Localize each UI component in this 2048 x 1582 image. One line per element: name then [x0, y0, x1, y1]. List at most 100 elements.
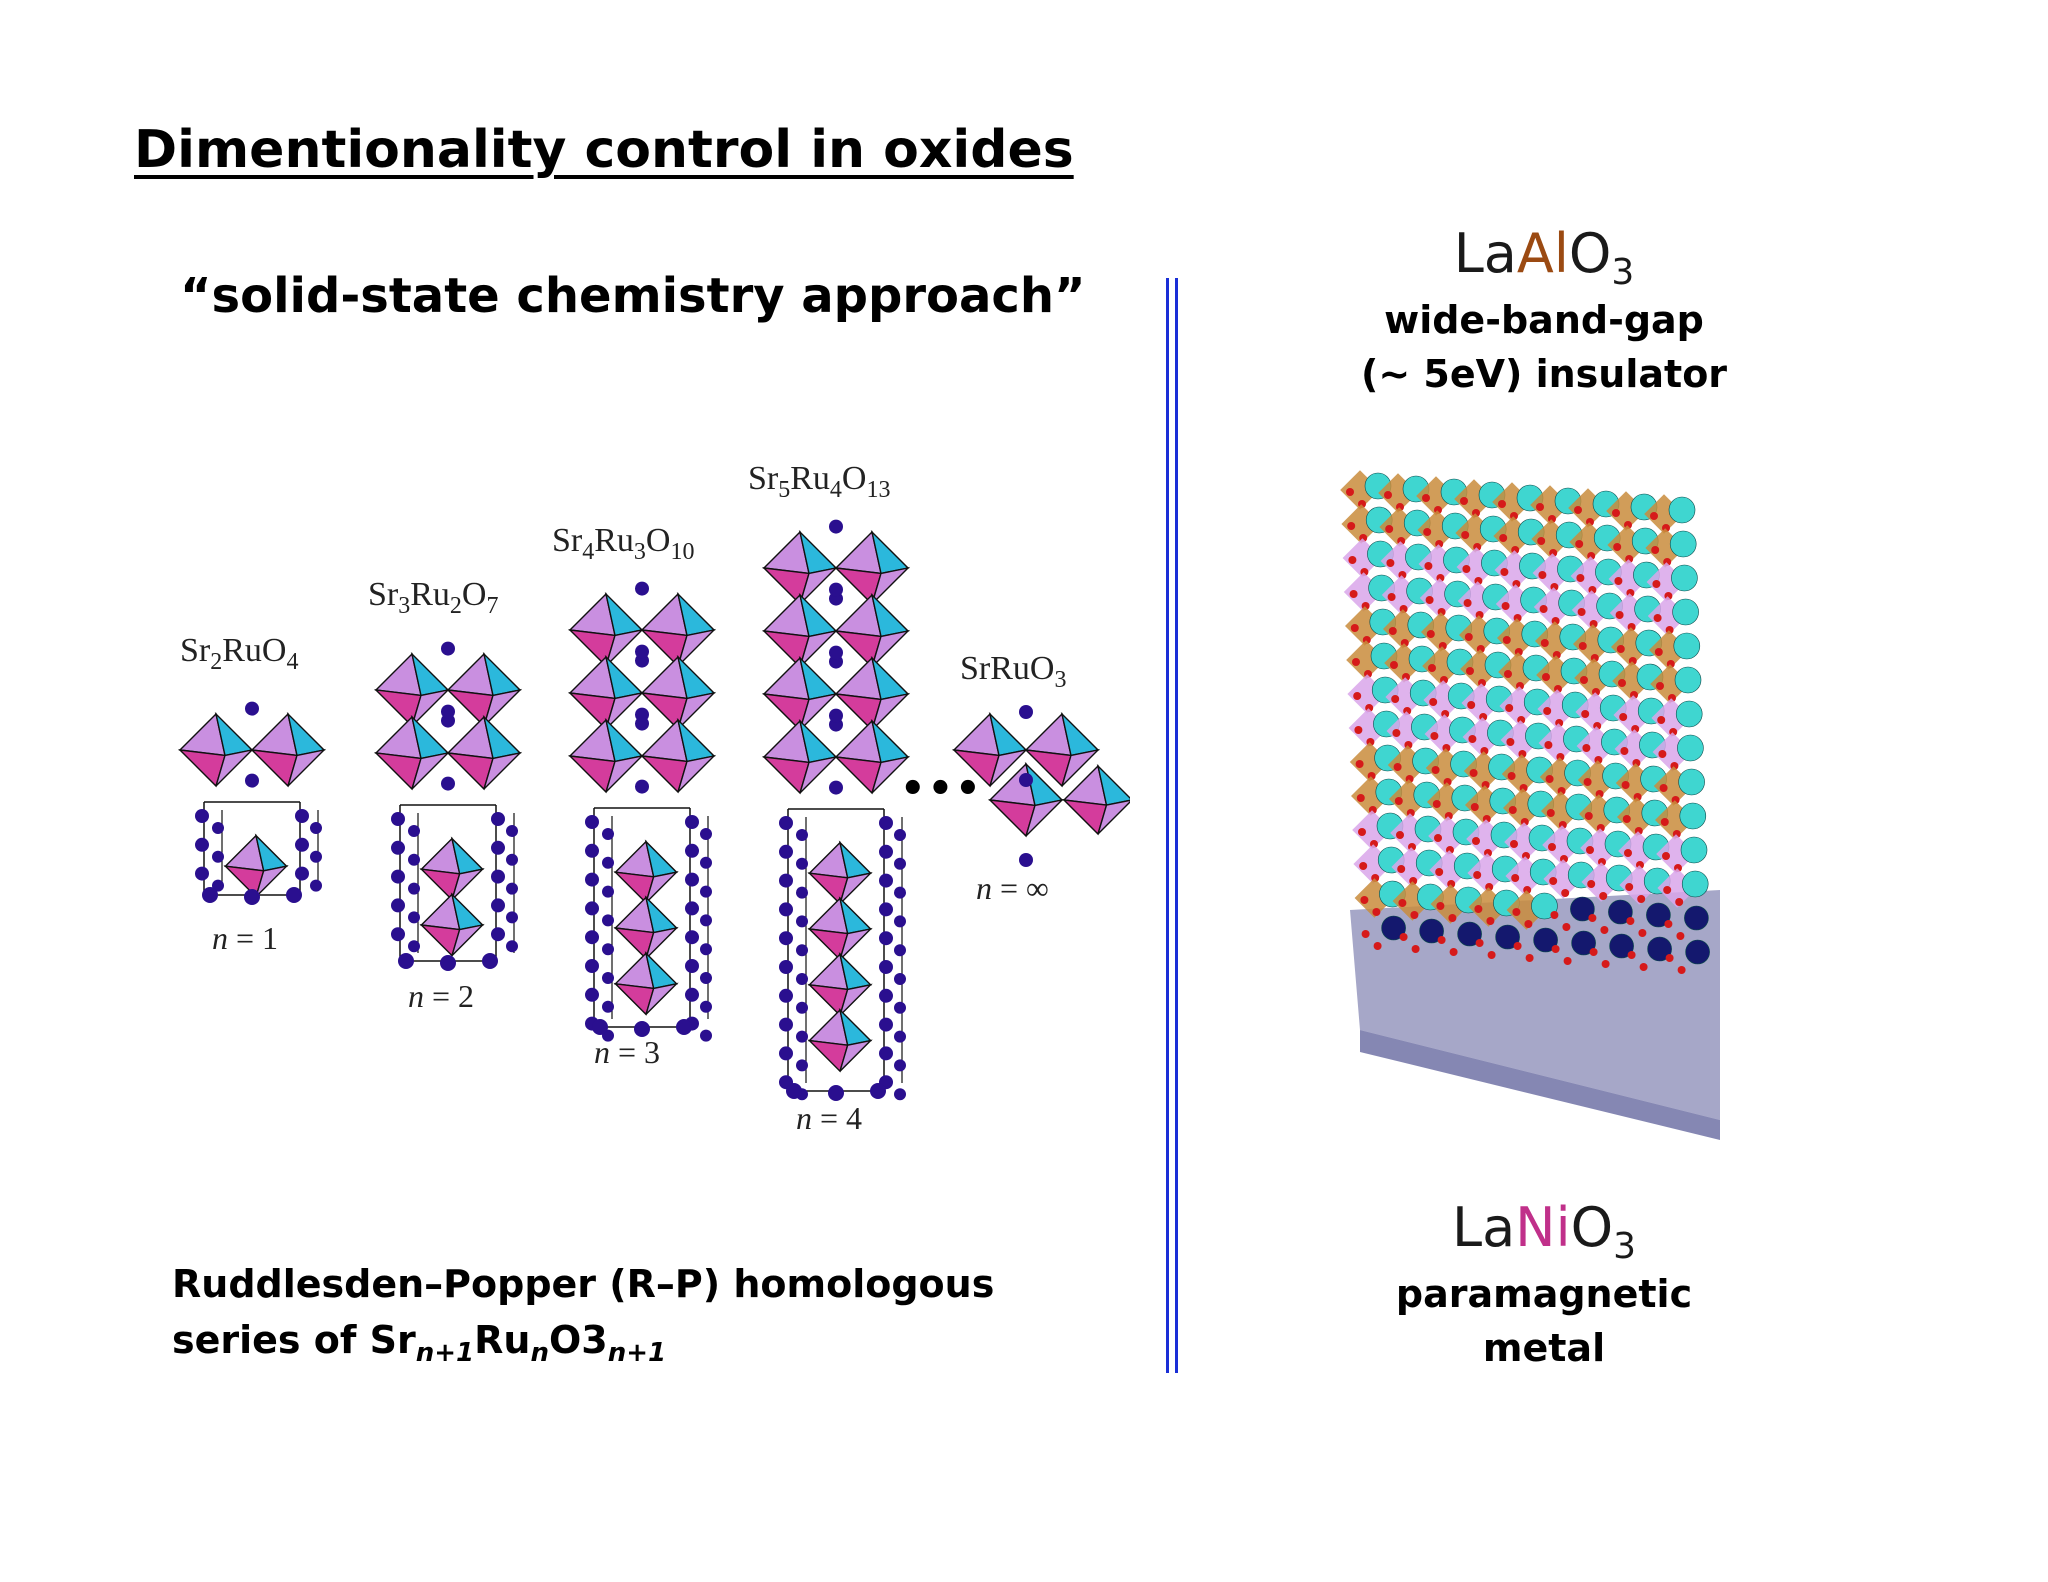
oxygen-atom — [1588, 914, 1597, 922]
sr-atom — [635, 779, 649, 794]
oxygen-atom — [1651, 546, 1660, 554]
formula-sr4ru3o10: Sr4Ru3O10 — [552, 522, 695, 565]
sr-atom — [894, 973, 906, 985]
sr-atom — [700, 828, 712, 840]
sr-atom — [894, 1030, 906, 1043]
oxygen-atom — [1513, 942, 1522, 950]
lanio3-formula: LaNiO3 — [1451, 1196, 1636, 1267]
oxygen-atom — [1616, 645, 1625, 653]
octahedron-face — [287, 748, 327, 787]
sr-atom — [286, 887, 302, 903]
oxygen-atom — [1360, 896, 1369, 904]
oxygen-atom — [1501, 602, 1510, 610]
sr-atom — [441, 641, 455, 656]
sr-atom — [585, 843, 599, 858]
sr-atom — [408, 853, 420, 866]
sr-atom — [244, 889, 260, 905]
octahedron-face — [483, 688, 523, 727]
sr-atom — [879, 1046, 893, 1061]
ellipsis: ••• — [900, 766, 983, 812]
sr-atom — [894, 829, 906, 841]
oxygen-atom — [1540, 639, 1549, 647]
caption-line-2: series of Srn+1RunO3n+1 — [172, 1318, 667, 1368]
oxygen-atom — [1581, 710, 1590, 718]
sr-atom — [700, 972, 712, 984]
oxygen-atom — [1468, 735, 1477, 743]
oxygen-atom — [1373, 942, 1382, 950]
oxygen-atom — [1536, 503, 1544, 511]
oxygen-atom — [1652, 580, 1661, 588]
sr-atom — [894, 857, 906, 870]
oxygen-atom — [1426, 630, 1435, 638]
oxygen-atom — [1394, 797, 1403, 805]
sr-atom — [441, 704, 455, 719]
sr-atom — [602, 943, 614, 956]
oxygen-atom — [1657, 716, 1666, 724]
octahedron-face — [839, 927, 873, 961]
oxygen-atom — [1654, 648, 1663, 656]
oxygen-atom — [1469, 769, 1478, 777]
sr-atom — [796, 829, 808, 841]
oxygen-atom — [1599, 892, 1608, 900]
octahedron-face — [605, 691, 645, 730]
oxygen-atom — [1512, 908, 1521, 916]
oxygen-atom — [1600, 926, 1609, 934]
sr-atom — [879, 873, 893, 888]
sr-atom — [202, 887, 218, 903]
la-atom — [1674, 666, 1702, 694]
sr-atom — [796, 1030, 808, 1043]
sr-atom — [1019, 705, 1033, 719]
lanio3-block: LaNiO3 paramagnetic metal — [1224, 1196, 1864, 1375]
oxygen-atom — [1499, 534, 1508, 542]
sr-atom — [391, 927, 405, 942]
sr-atom — [894, 1059, 906, 1072]
n-label-4: n = 4 — [796, 1100, 863, 1136]
caption-line-1: Ruddlesden–Popper (R–P) homologous — [172, 1262, 995, 1306]
sr-atom — [195, 809, 209, 823]
sr-atom — [602, 828, 614, 840]
sr-atom — [1019, 853, 1033, 867]
rp-structure — [762, 519, 911, 1101]
oxygen-atom — [1658, 750, 1667, 758]
sr-atom — [796, 886, 808, 899]
oxygen-atom — [1386, 559, 1395, 567]
sr-atom — [870, 1083, 886, 1099]
oxygen-atom — [1424, 562, 1433, 570]
oxygen-atom — [1397, 865, 1406, 873]
oxygen-atom — [1486, 917, 1495, 925]
oxygen-atom — [1399, 933, 1408, 941]
oxygen-atom — [1650, 512, 1658, 520]
oxygen-atom — [1542, 673, 1550, 681]
sr-atom — [245, 773, 259, 788]
lanio3-desc-line-1: paramagnetic — [1395, 1272, 1693, 1316]
oxygen-atom — [1659, 784, 1668, 792]
sr-atom — [685, 815, 699, 829]
sr-atom — [635, 707, 649, 722]
n-label-1: n = 1 — [212, 920, 279, 956]
la-atom — [1570, 896, 1595, 922]
oxygen-atom — [1601, 960, 1610, 968]
oxygen-atom — [1625, 883, 1634, 891]
oxygen-atom — [1582, 744, 1591, 752]
oxygen-atom — [1384, 491, 1392, 499]
sr-atom — [779, 988, 793, 1003]
sr-atom — [482, 953, 498, 969]
sr-atom — [408, 825, 420, 837]
sr-atom — [585, 959, 599, 973]
laalo3-formula: LaAlO3 — [1453, 222, 1635, 293]
la-atom — [1609, 933, 1634, 959]
formula-sr3ru2o7: Sr3Ru2O7 — [368, 576, 499, 619]
sr-atom — [796, 1001, 808, 1014]
oxygen-atom — [1537, 537, 1546, 545]
oxygen-atom — [1525, 954, 1534, 962]
heterostructure-image — [1300, 440, 1780, 1140]
oxygen-atom — [1505, 704, 1514, 712]
la-atom — [1685, 939, 1710, 965]
oxygen-atom — [1473, 871, 1482, 879]
sr-atom — [310, 879, 322, 892]
oxygen-atom — [1584, 812, 1593, 820]
sr-atom — [408, 911, 420, 924]
oxygen-atom — [1615, 611, 1624, 619]
sr-atom — [779, 816, 793, 830]
oxygen-atom — [1430, 732, 1439, 740]
